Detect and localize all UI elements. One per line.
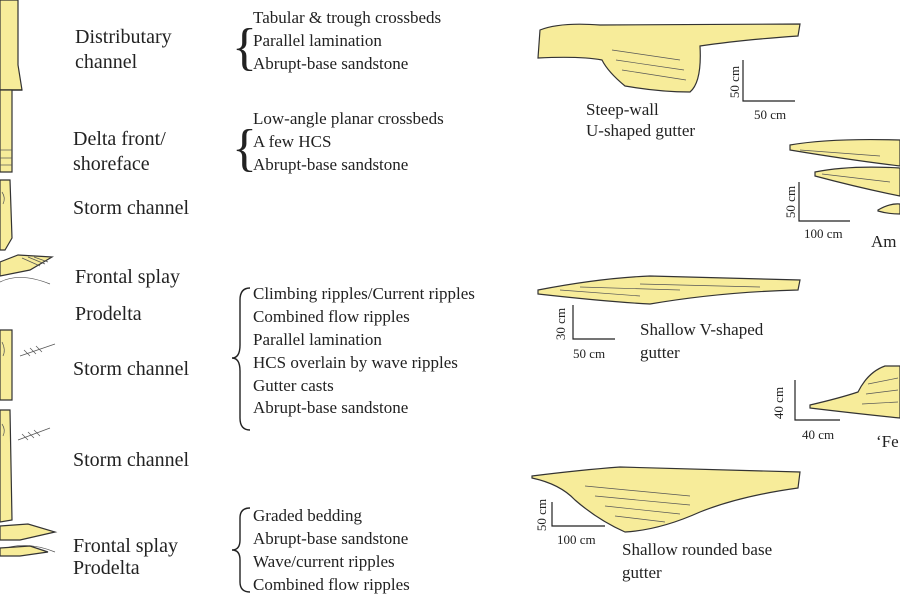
- gutter-cast-shape: [809, 365, 900, 419]
- feature-item: Abrupt-base sandstone: [253, 398, 408, 417]
- facies-labels: Distributary channel Delta front/ shoref…: [73, 26, 190, 579]
- curly-brace-icon: {: [232, 120, 257, 177]
- scale-label: 50 cm: [573, 346, 605, 361]
- scale-bar: [551, 502, 605, 527]
- gutter-cast-shape: [814, 166, 900, 197]
- scale-bar: [742, 60, 795, 102]
- scale-label: 40 cm: [802, 427, 834, 442]
- feature-item: HCS overlain by wave ripples: [253, 353, 458, 372]
- facies-label: Prodelta: [73, 557, 140, 579]
- gutter-caption: Steep-wall: [586, 100, 659, 119]
- feature-item: A few HCS: [253, 132, 331, 151]
- gutter-caption: U-shaped gutter: [586, 121, 695, 140]
- feature-group-1: { Tabular & trough crossbeds Parallel la…: [232, 8, 441, 76]
- feature-item: Combined flow ripples: [253, 575, 410, 594]
- sedimentary-log: [0, 0, 58, 557]
- curly-brace-icon: [231, 287, 251, 431]
- facies-label: Storm channel: [73, 197, 190, 219]
- feature-item: Climbing ripples/Current ripples: [253, 284, 475, 303]
- scale-label: 50 cm: [534, 499, 549, 531]
- scale-label: 30 cm: [553, 308, 568, 340]
- gutter-caption: gutter: [622, 563, 662, 582]
- frontal-splay-lens: [0, 254, 54, 277]
- feature-item: Gutter casts: [253, 376, 334, 395]
- frontal-splay-lens-2: [0, 523, 58, 541]
- facies-label: Storm channel: [73, 358, 190, 380]
- feature-group-2: { Low-angle planar crossbeds A few HCS A…: [232, 109, 444, 177]
- log-bed-storm-channel-2: [0, 329, 13, 401]
- feature-group-4: Graded bedding Abrupt-base sandstone Wav…: [231, 506, 410, 594]
- feature-item: Abrupt-base sandstone: [253, 54, 408, 73]
- facies-label: channel: [75, 51, 138, 73]
- gutter-cast-shape: [789, 138, 900, 167]
- curly-brace-icon: [231, 507, 251, 593]
- facies-label: Delta front/: [73, 128, 166, 150]
- gutter-cast-shape: [877, 203, 900, 215]
- facies-label: Frontal splay: [75, 266, 180, 288]
- feature-item: Parallel lamination: [253, 330, 382, 349]
- log-bed-storm-channel-1: [0, 179, 13, 251]
- scale-label: 100 cm: [804, 226, 843, 241]
- feature-item: Abrupt-base sandstone: [253, 155, 408, 174]
- scale-label: 50 cm: [727, 66, 742, 98]
- feature-item: Tabular & trough crossbeds: [253, 8, 441, 27]
- scale-bar: [798, 182, 850, 222]
- log-bed-storm-channel-3: [0, 409, 13, 523]
- scale-bar: [794, 380, 840, 421]
- gutter-cast-shape: [531, 466, 801, 533]
- feature-item: Wave/current ripples: [253, 552, 395, 571]
- feature-group-3: Climbing ripples/Current ripples Combine…: [231, 284, 475, 431]
- log-bed-delta-front: [0, 89, 13, 173]
- scale-label: 100 cm: [557, 532, 596, 547]
- facies-label: shoreface: [73, 153, 150, 175]
- gutter-cast-shape: [537, 23, 801, 93]
- gutter-feather: 40 cm 40 cm ‘Fe: [771, 365, 900, 451]
- gutter-steep-wall-u-shaped: 50 cm 50 cm Steep-wall U-shaped gutter: [537, 23, 801, 140]
- scale-label: 50 cm: [783, 186, 798, 218]
- curly-brace-icon: {: [232, 19, 257, 76]
- scale-label: 50 cm: [754, 107, 786, 122]
- scale-bar: [572, 305, 615, 340]
- facies-label: Storm channel: [73, 449, 190, 471]
- feature-item: Parallel lamination: [253, 31, 382, 50]
- facies-label: Prodelta: [75, 303, 142, 325]
- facies-label: Distributary: [75, 26, 172, 48]
- feature-item: Low-angle planar crossbeds: [253, 109, 444, 128]
- gutter-caption: Shallow V-shaped: [640, 320, 764, 339]
- feature-item: Abrupt-base sandstone: [253, 529, 408, 548]
- facies-label: Frontal splay: [73, 535, 178, 557]
- gutter-amalgamated: 50 cm 100 cm Am: [783, 138, 900, 251]
- gutter-shallow-v-shaped: 30 cm 50 cm Shallow V-shaped gutter: [537, 275, 801, 362]
- log-bed-distributary: [0, 0, 23, 91]
- gutter-caption: ‘Fe: [876, 432, 899, 451]
- gutter-shallow-rounded-base: 50 cm 100 cm Shallow rounded base gutter: [531, 466, 801, 582]
- feature-item: Combined flow ripples: [253, 307, 410, 326]
- scale-label: 40 cm: [771, 387, 786, 419]
- gutter-caption: Am: [871, 232, 897, 251]
- gutter-caption: gutter: [640, 343, 680, 362]
- feature-item: Graded bedding: [253, 506, 363, 525]
- gutter-caption: Shallow rounded base: [622, 540, 772, 559]
